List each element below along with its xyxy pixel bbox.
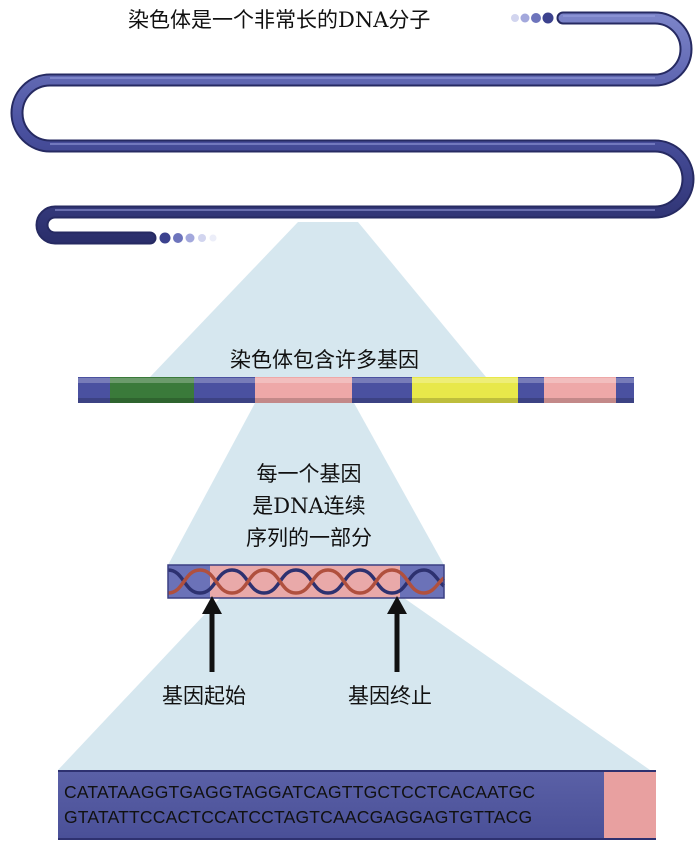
strand-end-dot xyxy=(531,13,541,23)
strand-end-dot xyxy=(520,13,530,23)
helix-gene-region xyxy=(210,565,400,598)
dna-helix xyxy=(167,564,446,599)
chromosome-strand xyxy=(12,13,693,243)
gene-start-arrow xyxy=(202,596,222,672)
gene-desc-line: 序列的一部分 xyxy=(246,526,372,550)
gene-start-label: 基因起始 xyxy=(162,684,246,708)
sequence-bottom-strand: GTATATTCCACTCCATCCTAGTCAACGAGGAGTGTTACG xyxy=(64,807,533,827)
chromosome-strand-outline xyxy=(10,11,695,245)
strand-end-dot xyxy=(542,12,554,24)
gene-description: 每一个基因 是DNA连续 序列的一部分 xyxy=(200,458,418,554)
sequence-top-strand: CATATAAGGTGAGGTAGGATCAGTTGCTCCTCACAATGC xyxy=(64,782,536,802)
gene-band-yellow xyxy=(412,377,518,403)
genes-label: 染色体包含许多基因 xyxy=(230,348,419,372)
gene-band-pink xyxy=(255,377,352,403)
gene-band-bar xyxy=(78,377,634,403)
strand-end-dot xyxy=(511,14,519,22)
gene-band-green xyxy=(110,377,194,403)
chromosome-coil xyxy=(10,11,695,245)
gene-desc-line: 每一个基因 xyxy=(256,462,362,486)
gene-desc-line: 是DNA连续 xyxy=(252,494,366,518)
gene-band-pink xyxy=(544,377,616,403)
strand-end-dot xyxy=(198,234,206,242)
strand-end-dot xyxy=(159,232,171,244)
gene-bar-shine xyxy=(78,378,634,383)
strand-end-dot xyxy=(209,234,217,242)
chromosome-highlight xyxy=(50,15,655,211)
zoom-wedge-3 xyxy=(58,598,650,770)
gene-end-label: 基因终止 xyxy=(348,684,432,708)
strand-end-dot xyxy=(185,233,195,243)
strand-end-dot xyxy=(173,233,183,243)
helix-edge xyxy=(167,564,445,599)
gene-end-arrow xyxy=(387,596,407,672)
gene-bar-shadow xyxy=(78,398,634,403)
sequence-highlight xyxy=(604,772,656,838)
dna-sequence-box: CATATAAGGTGAGGTAGGATCAGTTGCTCCTCACAATGC … xyxy=(58,770,656,840)
zoom-wedge-1 xyxy=(150,222,486,377)
diagram-title: 染色体是一个非常长的DNA分子 xyxy=(128,8,431,32)
zoom-wedge-2 xyxy=(168,403,444,565)
helix-strand xyxy=(167,568,446,595)
